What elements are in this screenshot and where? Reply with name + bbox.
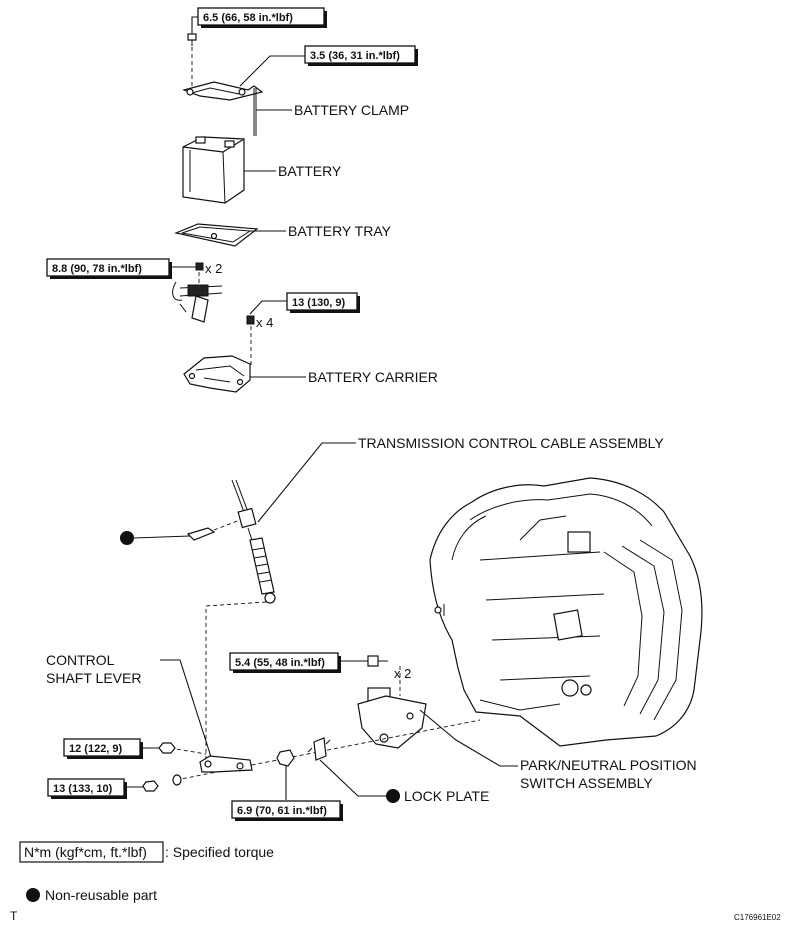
torque-spec-battery-carrier-bolt: 13 (130, 9) (286, 292, 360, 313)
lock-plate-part (307, 737, 331, 761)
torque-value: 6.9 (70, 61 in.*lbf) (237, 805, 327, 817)
battery-carrier-part (183, 355, 251, 393)
leader-line (319, 759, 392, 797)
leader-line (160, 659, 213, 761)
park-neutral-position-switch-part (357, 687, 427, 749)
leader-line (249, 300, 287, 315)
torque-value: 12 (122, 9) (69, 743, 123, 755)
leader-line (133, 535, 191, 539)
leader-line (257, 442, 356, 523)
legend-torque: N*m (kgf*cm, ft.*lbf) : Specified torque (19, 841, 274, 863)
torque-spec-battery-tray-bolt: 8.8 (90, 78 in.*lbf) (46, 258, 172, 279)
legend-nonreusable: Non-reusable part (26, 887, 157, 903)
legend-torque-desc: : Specified torque (165, 844, 274, 860)
figure-code: C176961E02 (734, 913, 781, 922)
torque-spec-control-lever-nut: 12 (122, 9) (63, 738, 143, 759)
torque-spec-battery-clamp-bolt: 6.5 (66, 58 in.*lbf) (197, 7, 327, 28)
bolt-icon (246, 315, 255, 325)
label-battery-clamp: BATTERY CLAMP (294, 102, 409, 118)
alignment-dashed-line (213, 519, 241, 531)
battery-tray-part (173, 223, 259, 247)
torque-value: 13 (133, 10) (53, 783, 113, 795)
torque-value: 3.5 (36, 31 in.*lbf) (310, 50, 400, 62)
battery-part (182, 136, 245, 204)
washer-icon (172, 774, 182, 786)
non-reusable-marker-icon (386, 789, 400, 803)
torque-spec-control-shaft-nut: 13 (133, 10) (47, 778, 127, 799)
quantity-label: x 2 (394, 666, 411, 681)
nut-icon (142, 780, 159, 792)
torque-spec-pnp-shaft-nut: 6.9 (70, 61 in.*lbf) (231, 800, 343, 821)
bolt-icon (367, 655, 388, 667)
torque-spec-battery-clamp-nut: 3.5 (36, 31 in.*lbf) (304, 45, 418, 66)
label-battery-carrier: BATTERY CARRIER (308, 369, 438, 385)
label-transmission-control-cable: TRANSMISSION CONTROL CABLE ASSEMBLY (358, 435, 664, 451)
torque-value: 5.4 (55, 48 in.*lbf) (235, 657, 325, 669)
quantity-label: x 4 (256, 315, 273, 330)
wire-harness-bracket-part (172, 281, 223, 323)
label-battery-tray: BATTERY TRAY (288, 223, 392, 239)
torque-value: 8.8 (90, 78 in.*lbf) (52, 263, 142, 275)
quantity-label: x 2 (205, 261, 222, 276)
label-control-shaft-lever-line1: CONTROL (46, 652, 115, 668)
non-reusable-clip-part (186, 527, 216, 541)
torque-value: 6.5 (66, 58 in.*lbf) (203, 12, 293, 24)
leader-line (419, 709, 518, 767)
battery-clamp-part (182, 81, 264, 136)
label-battery: BATTERY (278, 163, 342, 179)
transmission-control-cable-part (231, 479, 276, 604)
alignment-dashed-line (169, 747, 207, 755)
legend-torque-box (19, 841, 164, 863)
torque-spec-pnp-switch-bolt: 5.4 (55, 48 in.*lbf) (229, 652, 341, 673)
nut-icon (158, 742, 176, 754)
footer-left-mark: T (10, 909, 18, 923)
bolt-icon (195, 262, 204, 271)
torque-value: 13 (130, 9) (292, 297, 346, 309)
leader-line (239, 55, 305, 87)
legend-torque-unit: N*m (kgf*cm, ft.*lbf) (24, 844, 147, 860)
legend-nonreusable-text: Non-reusable part (45, 887, 157, 903)
non-reusable-marker-icon (26, 888, 40, 902)
label-lock-plate: LOCK PLATE (404, 788, 489, 804)
bolt-icon (187, 33, 197, 46)
non-reusable-marker-icon (120, 531, 134, 545)
label-pnp-switch-line2: SWITCH ASSEMBLY (520, 775, 653, 791)
transaxle-housing-part (429, 477, 703, 747)
alignment-dashed-line (205, 601, 267, 762)
leader-line (191, 16, 198, 34)
control-shaft-lever-part (199, 755, 253, 773)
nut-icon (276, 749, 295, 767)
label-control-shaft-lever-line2: SHAFT LEVER (46, 670, 141, 686)
label-pnp-switch-line1: PARK/NEUTRAL POSITION (520, 757, 697, 773)
